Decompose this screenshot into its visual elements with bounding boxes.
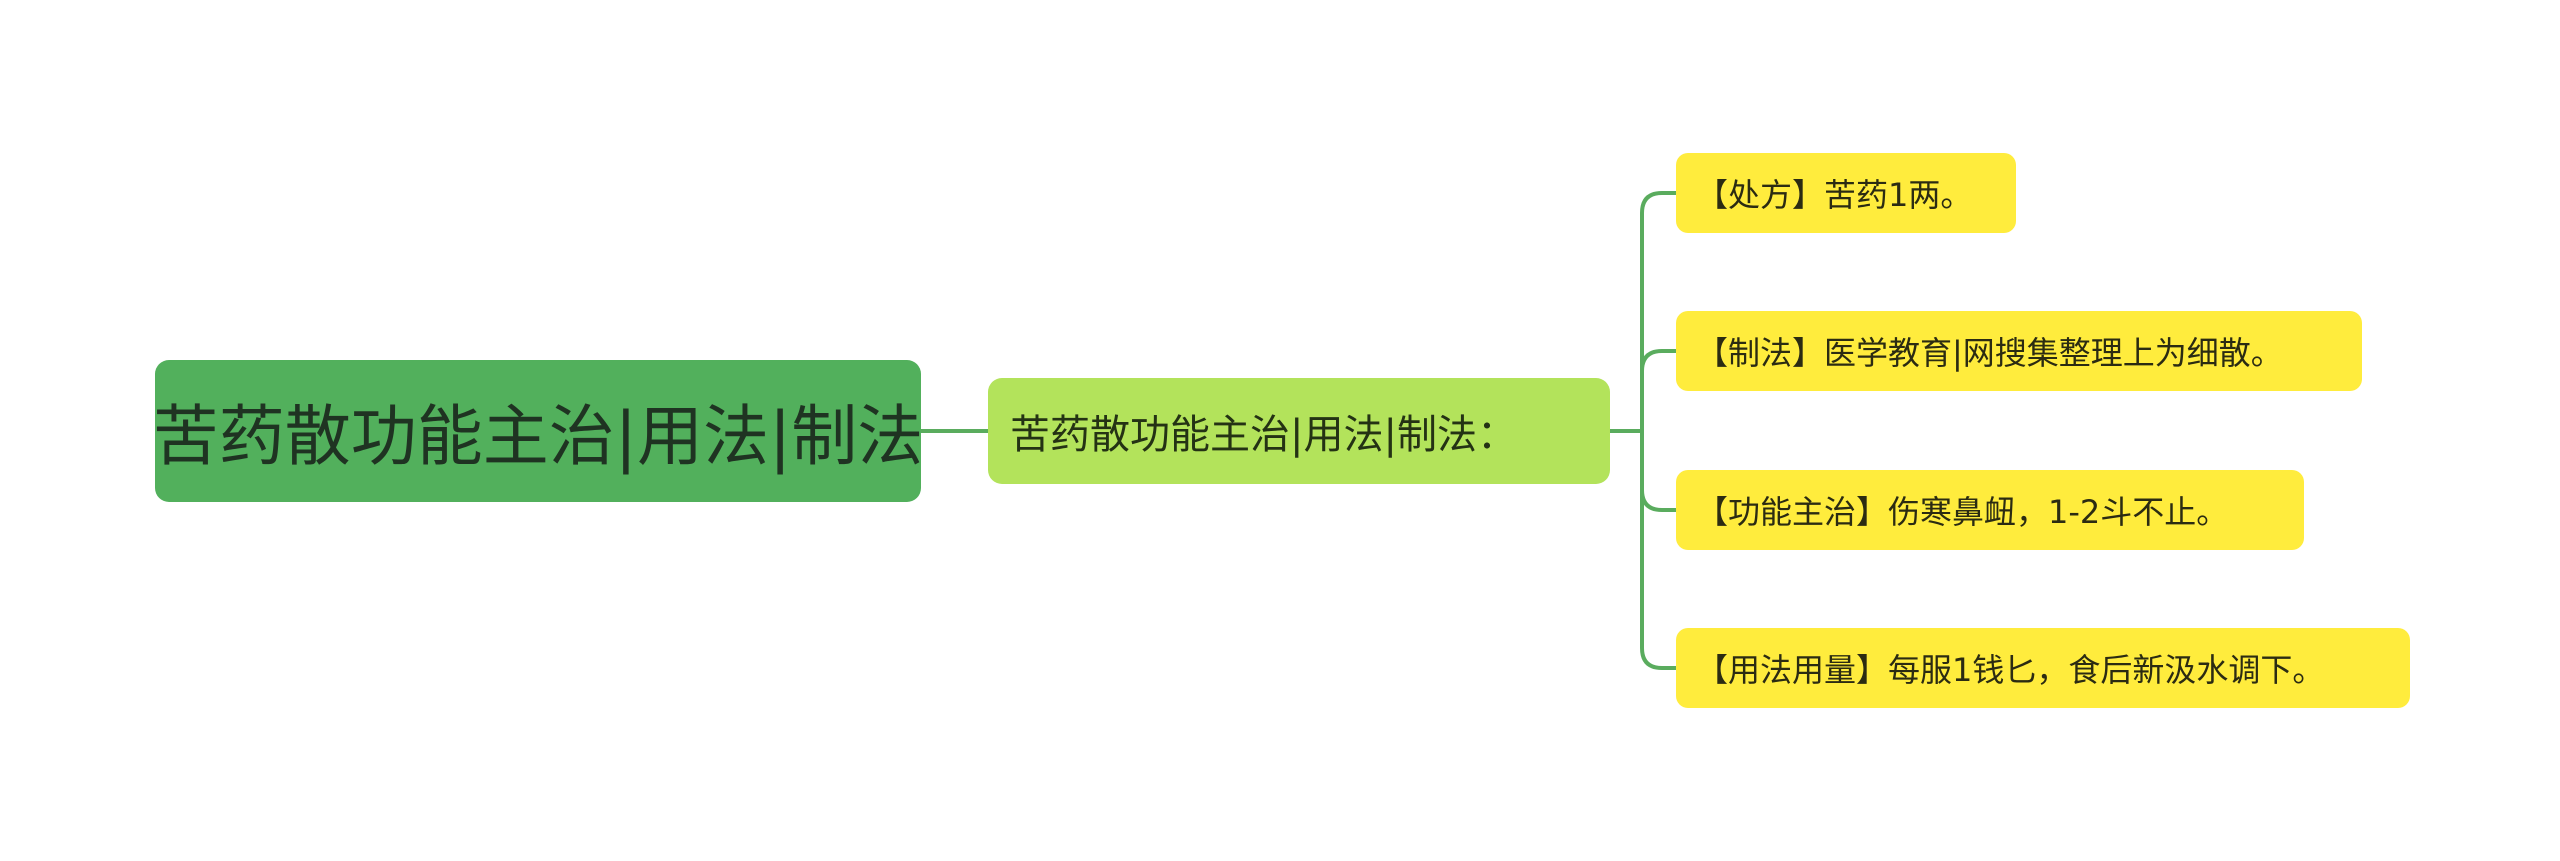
branch-topic[interactable]: 苦药散功能主治|用法|制法：: [988, 378, 1610, 484]
leaf-4-connector: [1640, 429, 1678, 670]
leaf-topic-label: 【用法用量】每服1钱匕，食后新汲水调下。: [1696, 651, 2325, 689]
root-topic-label: 苦药散功能主治|用法|制法: [152, 398, 924, 475]
leaf-3-connector: [1640, 429, 1678, 512]
leaf-topic-prescription[interactable]: 【处方】苦药1两。: [1676, 153, 2016, 233]
leaf-topic-preparation[interactable]: 【制法】医学教育|网搜集整理上为细散。: [1676, 311, 2362, 391]
leaf-2-connector: [1640, 349, 1678, 433]
branch-topic-label: 苦药散功能主治|用法|制法：: [1010, 412, 1517, 458]
leaf-topic-indications[interactable]: 【功能主治】伤寒鼻衄，1-2斗不止。: [1676, 470, 2304, 550]
leaf-topic-dosage[interactable]: 【用法用量】每服1钱匕，食后新汲水调下。: [1676, 628, 2410, 708]
leaf-topic-label: 【制法】医学教育|网搜集整理上为细散。: [1696, 334, 2283, 372]
leaf-1-connector: [1640, 191, 1678, 433]
leaf-topic-label: 【功能主治】伤寒鼻衄，1-2斗不止。: [1696, 493, 2229, 531]
root-topic[interactable]: 苦药散功能主治|用法|制法: [152, 360, 924, 502]
leaf-topic-label: 【处方】苦药1两。: [1696, 176, 1973, 214]
